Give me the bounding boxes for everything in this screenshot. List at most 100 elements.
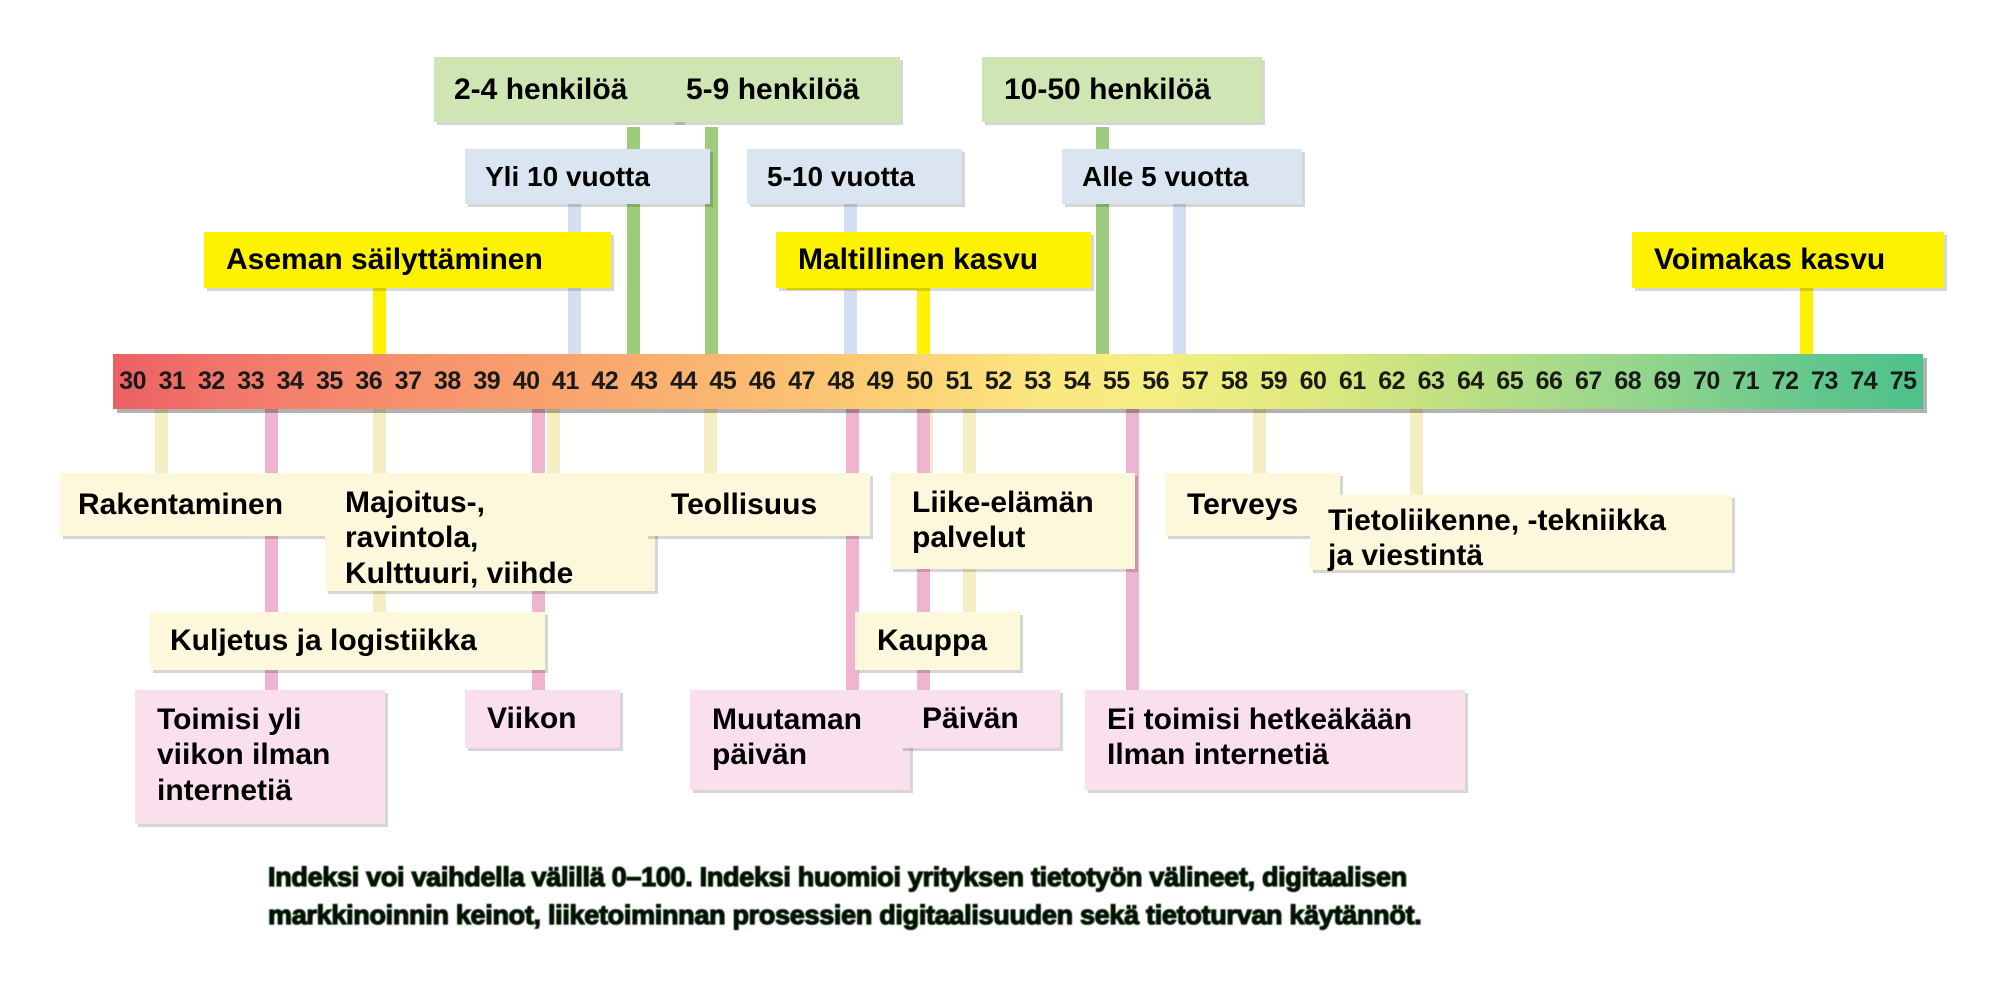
connector-industry-majoitus xyxy=(547,409,560,479)
scale-tick-52: 52 xyxy=(984,367,1012,395)
scale-tick-34: 34 xyxy=(276,367,304,395)
scale-tick-54: 54 xyxy=(1063,367,1091,395)
scale-tick-65: 65 xyxy=(1496,367,1524,395)
industry-label-teollisuus-text: Teollisuus xyxy=(671,487,818,521)
scale-tick-63: 63 xyxy=(1417,367,1445,395)
growth-label-maltillinen-kasvu[interactable]: Maltillinen kasvu xyxy=(776,232,1091,288)
age-label-5-10-vuotta-text: 5-10 vuotta xyxy=(767,160,915,192)
growth-label-voimakas-kasvu[interactable]: Voimakas kasvu xyxy=(1632,232,1944,288)
scale-tick-46: 46 xyxy=(748,367,776,395)
scale-tick-40: 40 xyxy=(512,367,540,395)
age-label-5-10-vuotta[interactable]: 5-10 vuotta xyxy=(747,149,962,204)
scale-tick-37: 37 xyxy=(394,367,422,395)
scale-tick-55: 55 xyxy=(1102,367,1130,395)
scale-tick-71: 71 xyxy=(1732,367,1760,395)
scale-tick-42: 42 xyxy=(591,367,619,395)
scale-tick-41: 41 xyxy=(552,367,579,395)
dependency-label-paivan[interactable]: Päivän xyxy=(900,690,1060,748)
growth-label-aseman-sailyttaminen[interactable]: Aseman säilyttäminen xyxy=(204,232,611,288)
scale-tick-56: 56 xyxy=(1142,367,1170,395)
size-label-5-9-text: 5-9 henkilöä xyxy=(686,72,860,106)
industry-label-kauppa-text: Kauppa xyxy=(877,624,988,658)
dependency-label-muutaman-paivan-text: Muutaman päivän xyxy=(712,703,862,772)
industry-label-terveys-text: Terveys xyxy=(1187,487,1299,521)
industry-label-rakentaminen-text: Rakentaminen xyxy=(78,487,284,521)
dependency-label-ei-toimisi-hetkeakaan-text: Ei toimisi hetkeäkään Ilman internetiä xyxy=(1107,703,1413,772)
scale-tick-44: 44 xyxy=(670,367,697,395)
connector-industry-tietoliikenne xyxy=(1410,409,1423,504)
industry-label-rakentaminen[interactable]: Rakentaminen xyxy=(60,473,335,536)
footnote: Indeksi voi vaihdella välillä 0–100. Ind… xyxy=(267,858,1788,935)
connector-growth-voimakas xyxy=(1800,277,1813,356)
size-label-2-4[interactable]: 2-4 henkilöä xyxy=(434,57,682,122)
dependency-label-toimisi-yli-viikon-text: Toimisi yli viikon ilman internetiä xyxy=(157,703,331,807)
scale-tick-72: 72 xyxy=(1771,367,1799,395)
scale-tick-33: 33 xyxy=(237,367,265,395)
growth-label-aseman-sailyttaminen-text: Aseman säilyttäminen xyxy=(226,243,543,277)
scale-tick-39: 39 xyxy=(473,367,501,395)
dependency-label-viikon-text: Viikon xyxy=(487,702,577,736)
age-label-alle-5-vuotta[interactable]: Alle 5 vuotta xyxy=(1062,149,1302,204)
industry-label-tietoliikenne-tekniikka-ja-viestinta[interactable]: Tietoliikenne, -tekniikka ja viestintä xyxy=(1310,495,1732,572)
connector-industry-teollisuus xyxy=(704,409,717,479)
dependency-label-toimisi-yli-viikon[interactable]: Toimisi yli viikon ilman internetiä xyxy=(135,690,385,824)
growth-label-maltillinen-kasvu-text: Maltillinen kasvu xyxy=(798,243,1039,277)
age-label-yli-10-vuotta[interactable]: Yli 10 vuotta xyxy=(465,149,710,204)
scale-tick-30: 30 xyxy=(119,367,147,395)
industry-label-kuljetus-ja-logistiikka[interactable]: Kuljetus ja logistiikka xyxy=(150,612,545,670)
scale-tick-43: 43 xyxy=(630,367,658,395)
scale-tick-64: 64 xyxy=(1456,367,1484,395)
scale-tick-48: 48 xyxy=(827,367,855,395)
scale-tick-31: 31 xyxy=(158,367,186,395)
industry-label-liike-elaman-palvelut-text: Liike-elämän palvelut xyxy=(912,486,1094,555)
industry-label-majoitus-ravintola-kulttuuri-text: Majoitus-, ravintola, Kulttuuri, viihde xyxy=(345,486,574,590)
dependency-label-muutaman-paivan[interactable]: Muutaman päivän xyxy=(690,690,910,790)
scale-tick-62: 62 xyxy=(1378,367,1406,395)
growth-label-voimakas-kasvu-text: Voimakas kasvu xyxy=(1654,243,1886,277)
scale-tick-74: 74 xyxy=(1850,367,1878,395)
size-label-2-4-text: 2-4 henkilöä xyxy=(454,72,628,106)
scale-tick-53: 53 xyxy=(1024,367,1051,395)
scale-tick-70: 70 xyxy=(1693,367,1720,395)
scale-tick-51: 51 xyxy=(945,367,973,395)
industry-label-tietoliikenne-tekniikka-ja-viestinta-text: Tietoliikenne, -tekniikka ja viestintä xyxy=(1328,504,1666,573)
industry-label-majoitus-ravintola-kulttuuri[interactable]: Majoitus-, ravintola, Kulttuuri, viihde xyxy=(325,473,655,591)
industry-label-teollisuus[interactable]: Teollisuus xyxy=(645,473,870,536)
scale-tick-47: 47 xyxy=(788,367,815,395)
footnote-line-1: Indeksi voi vaihdella välillä 0–100. Ind… xyxy=(267,861,1407,892)
scale-tick-45: 45 xyxy=(709,367,737,395)
scale-tick-50: 50 xyxy=(906,367,933,395)
connector-growth-maltillinen xyxy=(917,277,930,356)
connector-growth-asema xyxy=(373,277,386,356)
scale-tick-32: 32 xyxy=(197,367,225,395)
size-label-5-9[interactable]: 5-9 henkilöä xyxy=(672,57,900,122)
scale-tick-67: 67 xyxy=(1574,367,1602,395)
scale-tick-69: 69 xyxy=(1653,367,1681,395)
age-label-yli-10-vuotta-text: Yli 10 vuotta xyxy=(485,160,650,192)
connector-industry-terveys xyxy=(1253,409,1266,479)
scale-tick-36: 36 xyxy=(355,367,383,395)
scale-tick-57: 57 xyxy=(1181,367,1209,395)
dependency-label-ei-toimisi-hetkeakaan[interactable]: Ei toimisi hetkeäkään Ilman internetiä xyxy=(1085,690,1465,790)
industry-label-liike-elaman-palvelut[interactable]: Liike-elämän palvelut xyxy=(890,473,1135,569)
industry-label-kuljetus-ja-logistiikka-text: Kuljetus ja logistiikka xyxy=(170,624,477,658)
footnote-line-2: markkinoinnin keinot, liiketoiminnan pro… xyxy=(267,900,1422,931)
scale-tick-60: 60 xyxy=(1299,367,1327,395)
connector-age-alle5 xyxy=(1173,200,1186,356)
connector-industry-rakentaminen xyxy=(155,409,168,479)
dependency-label-viikon[interactable]: Viikon xyxy=(465,690,620,748)
scale-tick-73: 73 xyxy=(1811,367,1838,395)
dependency-label-paivan-text: Päivän xyxy=(922,702,1019,736)
scale-tick-49: 49 xyxy=(866,367,894,395)
size-label-10-50-text: 10-50 henkilöä xyxy=(1004,72,1211,106)
scale-tick-61: 61 xyxy=(1338,367,1366,395)
scale-tick-59: 59 xyxy=(1260,367,1288,395)
industry-label-kauppa[interactable]: Kauppa xyxy=(855,612,1020,670)
scale-tick-35: 35 xyxy=(315,367,343,395)
size-label-10-50[interactable]: 10-50 henkilöä xyxy=(982,57,1262,122)
scale-tick-58: 58 xyxy=(1220,367,1248,395)
scale-tick-75: 75 xyxy=(1889,367,1917,395)
scale-tick-68: 68 xyxy=(1614,367,1642,395)
